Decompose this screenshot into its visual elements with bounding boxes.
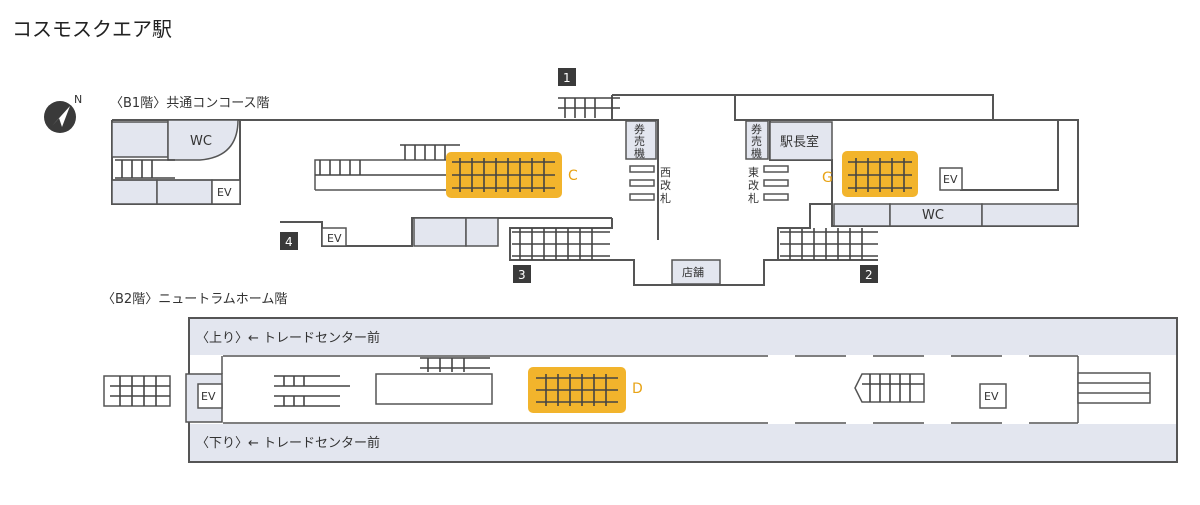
station-title: コスモスクエア駅 — [12, 17, 172, 41]
b1-exit4-ev-label: EV — [327, 232, 342, 245]
b1-central-hall: 券 売 機 西 改 札 券 売 機 東 改 札 店舗 EV — [280, 94, 878, 286]
b1-west-concourse: WC EV C — [111, 95, 620, 205]
east-ticket-char-2: 売 — [751, 135, 762, 148]
west-ticket-char-2: 売 — [634, 135, 645, 148]
b1-west-wc-label: WC — [190, 134, 212, 149]
b2-floor-label: 〈B2階〉ニュートラムホーム階 — [102, 292, 287, 307]
exit-2-number: 2 — [865, 268, 873, 282]
exit-3-number: 3 — [518, 268, 526, 282]
b1-west-ev-label: EV — [217, 186, 232, 199]
station-master-office-label: 駅長室 — [780, 134, 819, 150]
compass-north-label: N — [74, 93, 82, 106]
b2-west-ev-label: EV — [201, 390, 216, 403]
west-gate-char-3: 札 — [660, 192, 671, 205]
exit-2-badge: 2 — [860, 265, 878, 283]
b2-platform: 〈上り〉← トレードセンター前 〈下り〉← トレードセンター前 EV — [103, 317, 1178, 463]
exit-4-number: 4 — [285, 235, 293, 249]
west-ticket-char-1: 券 — [634, 122, 645, 136]
platform-up-label: 〈上り〉← トレードセンター前 — [196, 330, 380, 346]
point-c-label: C — [568, 168, 578, 184]
exit-1-badge: 1 — [558, 68, 576, 86]
point-d-label: D — [632, 381, 643, 397]
exit-4-badge: 4 — [280, 232, 298, 250]
exit-1-number: 1 — [563, 71, 571, 85]
platform-down-label: 〈下り〉← トレードセンター前 — [196, 435, 380, 451]
b1-east-concourse: 駅長室 WC EV G — [734, 94, 1079, 260]
point-g-label: G — [822, 170, 833, 186]
west-gate-char-2: 改 — [660, 178, 671, 192]
east-ticket-char-3: 機 — [751, 146, 762, 160]
shop-label: 店舗 — [682, 265, 704, 279]
compass-icon: N — [44, 93, 82, 133]
east-gate-char-2: 改 — [748, 178, 759, 192]
b1-east-wc-label: WC — [922, 208, 944, 223]
b1-east-ev-label: EV — [943, 173, 958, 186]
east-gate-char-1: 東 — [748, 166, 759, 179]
exit-3-badge: 3 — [513, 265, 531, 283]
west-ticket-char-3: 機 — [634, 146, 645, 160]
west-gate-char-1: 西 — [660, 166, 671, 179]
b1-floor-label: 〈B1階〉共通コンコース階 — [110, 96, 270, 111]
east-ticket-char-1: 券 — [751, 122, 762, 136]
b2-east-ev-label: EV — [984, 390, 999, 403]
east-gate-char-3: 札 — [748, 192, 759, 205]
